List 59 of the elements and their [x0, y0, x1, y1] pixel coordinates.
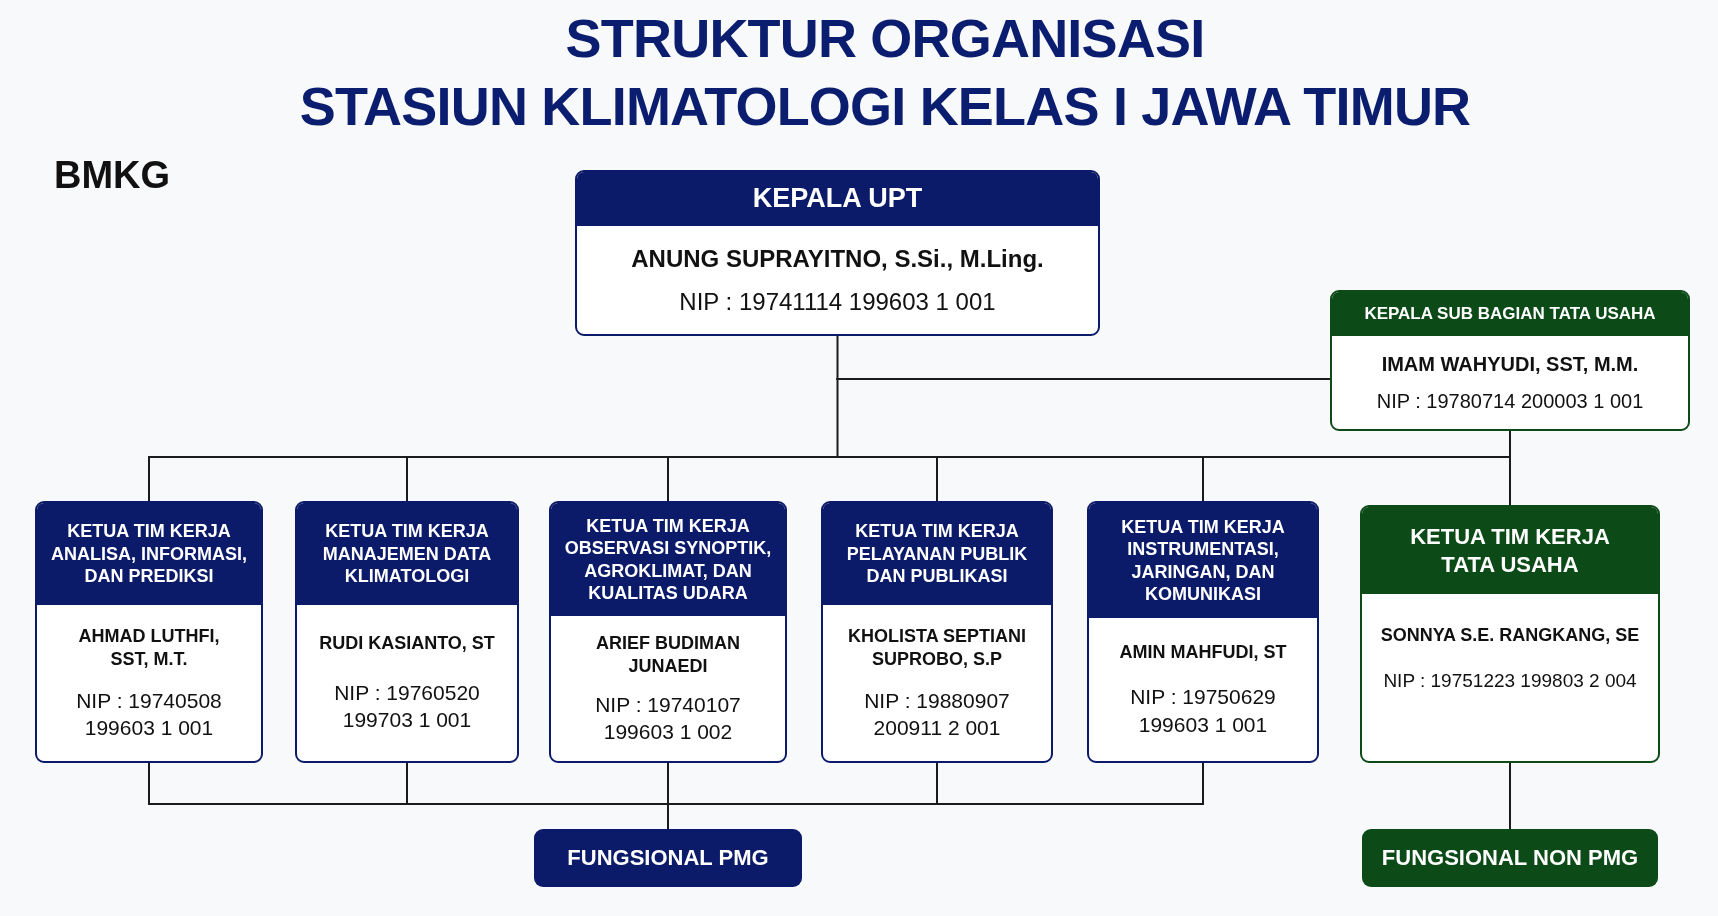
position-title: KEPALA UPT	[577, 172, 1098, 226]
position-title: KETUA TIM KERJA ANALISA, INFORMASI, DAN PREDIKSI	[37, 503, 261, 605]
connector-line	[1202, 455, 1204, 502]
connector-line	[667, 455, 669, 502]
person-name: AHMAD LUTHFI, SST, M.T.	[77, 624, 221, 671]
connector-line	[148, 455, 150, 502]
position-title: KETUA TIM KERJA TATA USAHA	[1362, 507, 1658, 594]
unit-banner: FUNGSIONAL PMG	[534, 829, 802, 887]
connector-line	[936, 762, 938, 806]
employee-id-number: NIP : 19740107 199603 1 002	[594, 691, 742, 745]
position-title: KEPALA SUB BAGIAN TATA USAHA	[1332, 292, 1688, 336]
position-card	[295, 501, 519, 763]
connector-line	[836, 377, 839, 459]
person-name: IMAM WAHYUDI, SST, M.M.	[1381, 352, 1639, 377]
person-name: KHOLISTA SEPTIANI SUPROBO, S.P	[847, 624, 1027, 671]
connector-line	[1202, 762, 1204, 806]
connector-line	[936, 455, 938, 502]
employee-id-number: NIP : 19741114 199603 1 001	[679, 287, 996, 318]
position-title: KETUA TIM KERJA INSTRUMENTASI, JARINGAN, DAN KOMUNIKASI	[1089, 503, 1317, 618]
position-card	[1330, 290, 1690, 431]
connector-line	[666, 803, 939, 805]
position-card	[821, 501, 1053, 763]
connector-line	[406, 455, 408, 502]
connector-line	[935, 803, 1205, 805]
connector-line	[405, 456, 670, 458]
connector-line	[1509, 455, 1511, 506]
employee-id-number: NIP : 19780714 200003 1 001	[1376, 389, 1644, 414]
connector-line	[406, 762, 408, 806]
agency-name: BMKG	[54, 154, 171, 197]
position-title: KETUA TIM KERJA MANAJEMEN DATA KLIMATOLOGI	[297, 503, 517, 605]
connector-line	[667, 762, 669, 806]
employee-id-number: NIP : 19750629 199603 1 001	[1129, 684, 1277, 738]
connector-line	[836, 335, 839, 381]
connector-line	[935, 456, 1205, 458]
person-name: ANUNG SUPRAYITNO, S.Si., M.Ling.	[631, 243, 1044, 274]
employee-id-number: NIP : 19751223 199803 2 004	[1383, 669, 1637, 694]
connector-line	[147, 456, 409, 458]
position-card	[575, 170, 1100, 336]
unit-banner: FUNGSIONAL NON PMG	[1362, 829, 1658, 887]
person-name: RUDI KASIANTO, ST	[319, 632, 495, 656]
employee-id-number: NIP : 19740508 199603 1 001	[75, 687, 223, 742]
employee-id-number: NIP : 19760520 199703 1 001	[333, 680, 481, 734]
connector-line	[666, 456, 840, 458]
position-card	[1087, 501, 1319, 763]
position-card	[35, 501, 263, 763]
connector-line	[1201, 456, 1512, 458]
position-card	[549, 501, 787, 763]
person-name: ARIEF BUDIMAN JUNAEDI	[595, 631, 741, 679]
position-card	[1360, 505, 1660, 763]
connector-line	[835, 378, 1331, 380]
person-name: SONNYA S.E. RANGKANG, SE	[1380, 624, 1640, 647]
connector-line	[835, 456, 939, 458]
person-name: AMIN MAHFUDI, ST	[1119, 641, 1287, 664]
connector-line	[1509, 430, 1511, 459]
position-title: KETUA TIM KERJA OBSERVASI SYNOPTIK, AGROKLIMAT, DAN KUALITAS UDARA	[551, 503, 785, 616]
diagram-title: STRUKTUR ORGANISASI STASIUN KLIMATOLOGI KELAS I JAWA TIMUR	[299, 7, 1471, 138]
employee-id-number: NIP : 19880907 200911 2 001	[863, 687, 1011, 742]
connector-line	[1509, 762, 1511, 830]
position-title: KETUA TIM KERJA PELAYANAN PUBLIK DAN PUBLIKASI	[823, 503, 1051, 605]
